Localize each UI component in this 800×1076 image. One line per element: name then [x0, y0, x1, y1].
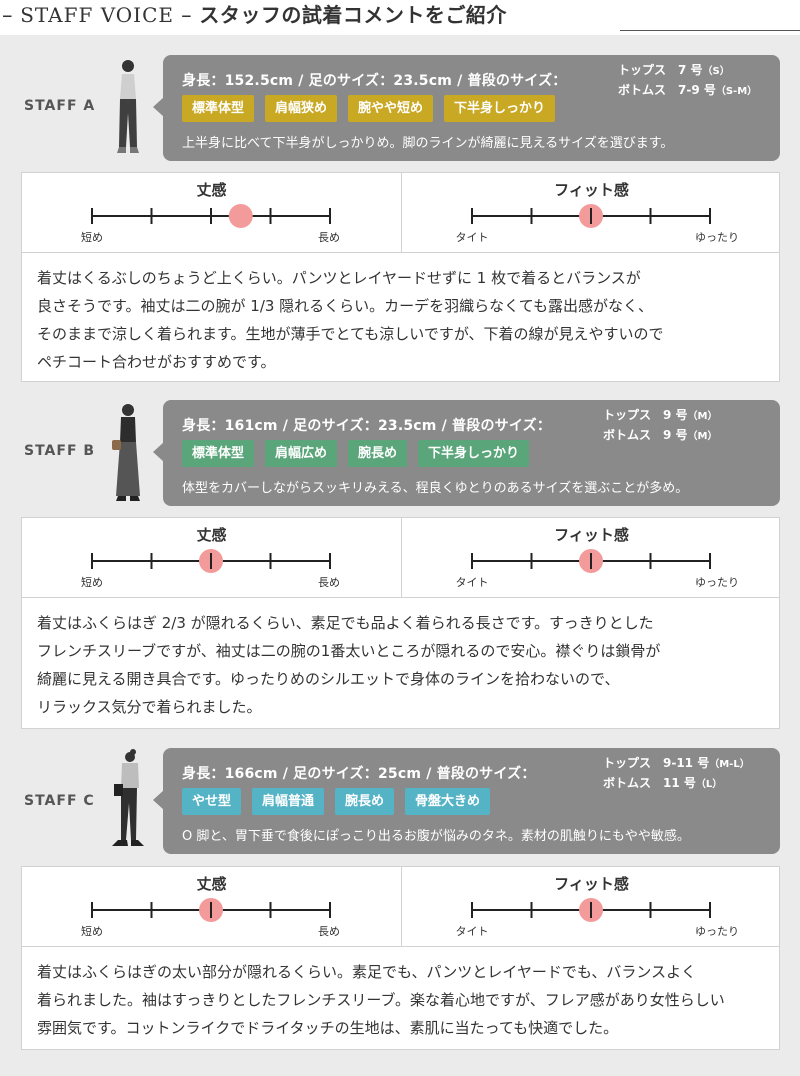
size-bottoms: ボトムス 9 号 — [603, 428, 688, 442]
body-tag: 肩幅普通 — [252, 788, 325, 815]
fit-scale: フィット感 タイト ゆったり — [401, 867, 780, 946]
staff-label: STAFF C — [24, 793, 95, 809]
comment-line: フレンチスリーブですが、袖丈は二の腕の1番太いところが隠れるので安心。襟ぐりは鎖… — [37, 642, 661, 660]
staff-measurements: 身長：152.5cm / 足のサイズ：23.5cm / 普段のサイズ： — [182, 73, 567, 89]
staff-usual-sizes: トップス 7 号（S） ボトムス 7-9 号（S-M） — [618, 61, 757, 101]
body-tag: 標準体型 — [182, 440, 255, 467]
comment-line: 着丈はくるぶしのちょうど上くらい。パンツとレイヤードせずに 1 枚で着るとバラン… — [37, 269, 641, 287]
staff-usual-sizes: トップス 9 号（M） ボトムス 9 号（M） — [603, 406, 717, 446]
body-tag: 腕長め — [348, 440, 408, 467]
fit-scales: 丈感 短め 長め フィット感 タイト ゆったり — [22, 518, 779, 598]
staff-description: 上半身に比べて下半身がしっかりめ。脚のラインが綺麗に見えるサイズを選びます。 — [182, 136, 674, 151]
staff-measurements: 身長：166cm / 足のサイズ：25cm / 普段のサイズ： — [182, 766, 536, 782]
fit-min-label: タイト — [455, 576, 489, 589]
fit-min-label: タイト — [455, 231, 489, 244]
page-header: – STAFF VOICE – スタッフの試着コメントをご紹介 — [0, 0, 800, 34]
staff-info-box: 身長：161cm / 足のサイズ：23.5cm / 普段のサイズ： トップス 9… — [153, 400, 780, 506]
comment-line: 雰囲気です。コットンライクでドライタッチの生地は、素肌に当たっても快適でした。 — [37, 1019, 619, 1037]
staff-comment: 着丈はくるぶしのちょうど上くらい。パンツとレイヤードせずに 1 枚で着るとバラン… — [22, 253, 779, 376]
staff-photo — [106, 55, 150, 161]
size-tops-note: （M） — [687, 411, 718, 422]
fit-max-label: ゆったり — [695, 231, 739, 244]
body-tag: 肩幅広め — [265, 440, 338, 467]
length-max-label: 長め — [318, 576, 340, 589]
comment-line: そのままで涼しく着られます。生地が薄手でとても涼しいですが、下着の線が見えやすい… — [37, 325, 664, 343]
comment-line: 良さそうです。袖丈は二の腕が 1/3 隠れるくらい。カーデを羽織らなくても露出感… — [37, 297, 653, 315]
staff-figure-icon — [112, 404, 140, 501]
staff-photo — [106, 748, 150, 854]
fit-scales: 丈感 短め 長め フィット感 タイト ゆったり — [22, 173, 779, 253]
length-min-label: 短め — [81, 231, 103, 244]
fit-review-panel: 丈感 短め 長め フィット感 タイト ゆったり 着丈はくるぶしのちょうど上くらい… — [21, 172, 780, 382]
comment-line: 着られました。袖はすっきりとしたフレンチスリーブ。楽な着心地ですが、フレア感があ… — [37, 991, 725, 1009]
fit-max-label: ゆったり — [695, 925, 739, 938]
length-scale: 丈感 短め 長め — [22, 867, 401, 946]
length-min-label: 短め — [81, 925, 103, 938]
length-scale-title: 丈感 — [196, 526, 227, 544]
comment-line: 綺麗に見える開き具合です。ゆったりめのシルエットで身体のラインを拾わないので、 — [37, 670, 620, 688]
staff-info-box: 身長：152.5cm / 足のサイズ：23.5cm / 普段のサイズ： トップス… — [153, 55, 780, 161]
body-type-tags: やせ型肩幅普通腕長め骨盤大きめ — [182, 788, 501, 816]
size-bottoms-note: （S-M） — [715, 86, 758, 97]
length-min-label: 短め — [81, 576, 103, 589]
comment-line: リラックス気分で着られました。 — [37, 698, 262, 716]
page-title: – STAFF VOICE – スタッフの試着コメントをご紹介 — [2, 3, 507, 27]
fit-scales: 丈感 短め 長め フィット感 タイト ゆったり — [22, 867, 779, 947]
staff-figure-icon — [117, 60, 139, 153]
body-tag: 下半身しっかり — [444, 95, 556, 122]
staff-usual-sizes: トップス 9-11 号（M-L） ボトムス 11 号（L） — [603, 754, 750, 794]
body-tag: 肩幅狭め — [265, 95, 338, 122]
size-bottoms-note: （M） — [687, 431, 718, 442]
staff-description: 体型をカバーしながらスッキリみえる、程良くゆとりのあるサイズを選ぶことが多め。 — [182, 481, 689, 496]
body-tag: やせ型 — [182, 788, 242, 815]
staff-description: O 脚と、胃下垂で食後にぽっこり出るお腹が悩みのタネ。素材の肌触りにもやや敏感。 — [182, 829, 690, 844]
comment-line: ペチコート合わせがおすすめです。 — [37, 353, 276, 371]
staff-figure-icon — [112, 749, 144, 846]
size-bottoms: ボトムス 11 号 — [603, 776, 696, 790]
body-tag: 標準体型 — [182, 95, 255, 122]
size-tops: トップス 9-11 号 — [603, 756, 710, 770]
size-tops-note: （M-L） — [709, 759, 750, 770]
fit-max-label: ゆったり — [695, 576, 739, 589]
body-tag: 下半身しっかり — [418, 440, 530, 467]
length-scale-title: 丈感 — [196, 875, 227, 893]
length-marker — [228, 204, 253, 228]
fit-scale-title: フィット感 — [554, 875, 629, 893]
body-tag: 腕長め — [335, 788, 395, 815]
staff-comment: 着丈はふくらはぎ 2/3 が隠れるくらい、素足でも品よく着られる長さです。すっき… — [22, 598, 779, 721]
fit-review-panel: 丈感 短め 長め フィット感 タイト ゆったり 着丈はふくらはぎ 2/3 が隠れ… — [21, 517, 780, 729]
comment-line: 着丈はふくらはぎの太い部分が隠れるくらい。素足でも、パンツとレイヤードでも、バラ… — [37, 963, 697, 981]
staff-measurements: 身長：161cm / 足のサイズ：23.5cm / 普段のサイズ： — [182, 418, 552, 434]
body-type-tags: 標準体型肩幅狭め腕やや短め下半身しっかり — [182, 95, 566, 123]
header-rule — [620, 30, 800, 31]
length-scale: 丈感 短め 長め — [22, 518, 401, 597]
size-tops: トップス 7 号 — [618, 63, 703, 77]
body-tag: 骨盤大きめ — [405, 788, 491, 815]
length-max-label: 長め — [318, 925, 340, 938]
fit-scale: フィット感 タイト ゆったり — [401, 518, 780, 597]
body-tag: 腕やや短め — [348, 95, 434, 122]
fit-scale: フィット感 タイト ゆったり — [401, 173, 780, 252]
body-type-tags: 標準体型肩幅広め腕長め下半身しっかり — [182, 440, 540, 468]
size-bottoms-note: （L） — [695, 779, 723, 790]
staff-comment: 着丈はふくらはぎの太い部分が隠れるくらい。素足でも、パンツとレイヤードでも、バラ… — [22, 947, 779, 1042]
page-title-en: STAFF VOICE — [20, 3, 174, 27]
fit-review-panel: 丈感 短め 長め フィット感 タイト ゆったり 着丈はふくらはぎの太い部分が隠れ… — [21, 866, 780, 1050]
staff-photo — [106, 400, 150, 506]
fit-scale-title: フィット感 — [554, 526, 629, 544]
staff-label: STAFF A — [24, 98, 96, 114]
size-tops: トップス 9 号 — [603, 408, 688, 422]
staff-info-box: 身長：166cm / 足のサイズ：25cm / 普段のサイズ： トップス 9-1… — [153, 748, 780, 854]
fit-scale-title: フィット感 — [554, 181, 629, 199]
comment-line: 着丈はふくらはぎ 2/3 が隠れるくらい、素足でも品よく着られる長さです。すっき… — [37, 614, 654, 632]
length-max-label: 長め — [318, 231, 340, 244]
staff-label: STAFF B — [24, 443, 96, 459]
size-bottoms: ボトムス 7-9 号 — [618, 83, 716, 97]
length-scale-title: 丈感 — [196, 181, 227, 199]
size-tops-note: （S） — [702, 66, 730, 77]
page-title-jp: スタッフの試着コメントをご紹介 — [199, 3, 507, 27]
length-scale: 丈感 短め 長め — [22, 173, 401, 252]
fit-min-label: タイト — [455, 925, 489, 938]
